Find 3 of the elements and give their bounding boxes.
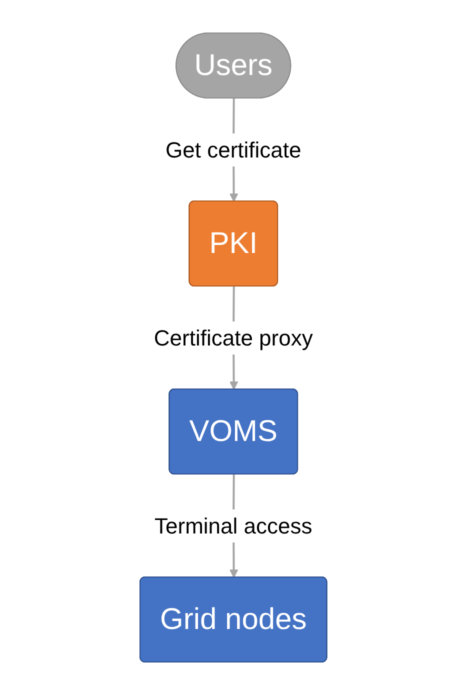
edge-label: Certificate proxy	[154, 325, 313, 350]
edge-label: Get certificate	[166, 137, 302, 162]
edge-label: Terminal access	[154, 513, 312, 538]
